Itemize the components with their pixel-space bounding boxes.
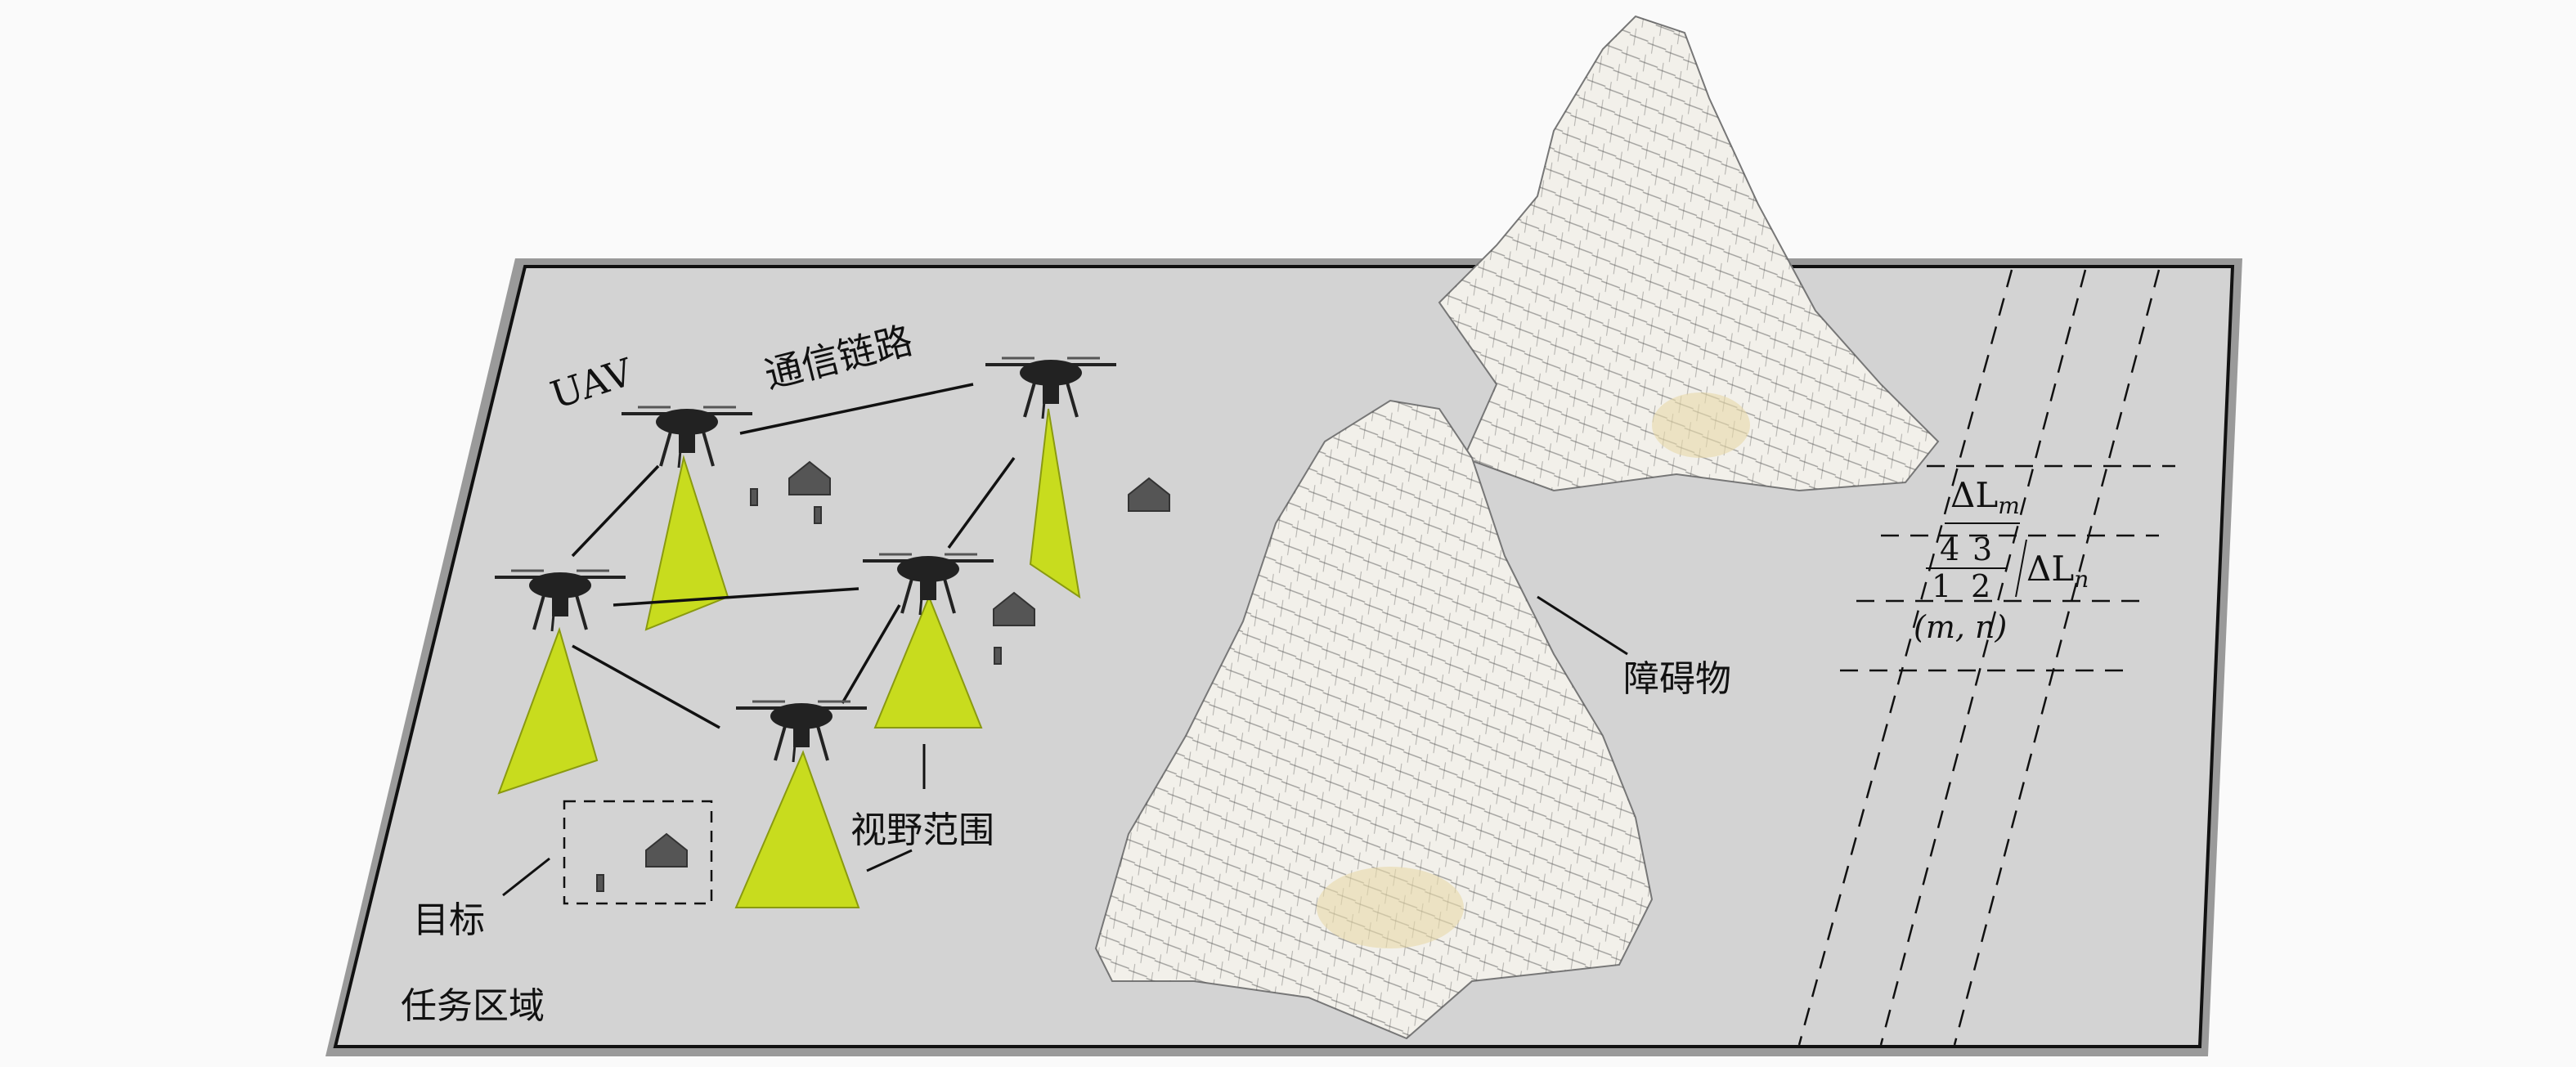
fov-label: 视野范围 (850, 809, 994, 851)
fov-leader-line-2 (866, 849, 913, 872)
target-box (563, 800, 713, 905)
obstacle-label: 障碍物 (1623, 658, 1731, 700)
cell-2: 2 (1971, 568, 1990, 604)
drone-icon (495, 569, 626, 632)
house-icon (993, 591, 1035, 626)
house-icon (1128, 477, 1170, 512)
uav-group (495, 356, 1116, 763)
delta-ln-arrow (2015, 539, 2027, 598)
house-icon (788, 460, 831, 495)
fov-cone (1029, 408, 1081, 599)
fov-cone (873, 594, 983, 729)
comm-links (571, 383, 1016, 729)
person-icon (994, 647, 1002, 665)
target-leader-line (502, 857, 550, 897)
drone-icon (863, 553, 994, 616)
fov-cone (497, 626, 599, 795)
delta-lm-label: ΔLm (1950, 475, 2020, 519)
grid-cell (1926, 522, 2027, 598)
grid-lines (1797, 269, 2175, 1046)
fov-cones (497, 408, 1081, 908)
house-icon (645, 832, 688, 867)
fov-cone (644, 455, 729, 631)
cell-4: 4 (1940, 531, 1959, 567)
delta-ln-label: ΔLn (2026, 549, 2089, 593)
fov-cone (734, 750, 860, 908)
mission-area-label: 任务区域 (401, 985, 545, 1027)
target-label: 目标 (413, 899, 485, 941)
person-icon (750, 488, 758, 506)
obstacle-leader-line (1537, 595, 1628, 656)
drone-icon (736, 700, 867, 763)
mountain-small (1438, 15, 1940, 492)
person-icon (596, 874, 604, 892)
drone-icon (622, 406, 752, 468)
person-icon (814, 506, 822, 524)
cell-1: 1 (1932, 568, 1951, 604)
cell-coordinate: (m, n) (1914, 609, 2007, 645)
drone-icon (985, 356, 1116, 419)
cell-3: 3 (1972, 531, 1992, 567)
mountain-large (1094, 399, 1654, 1040)
ground-objects (596, 460, 1170, 892)
